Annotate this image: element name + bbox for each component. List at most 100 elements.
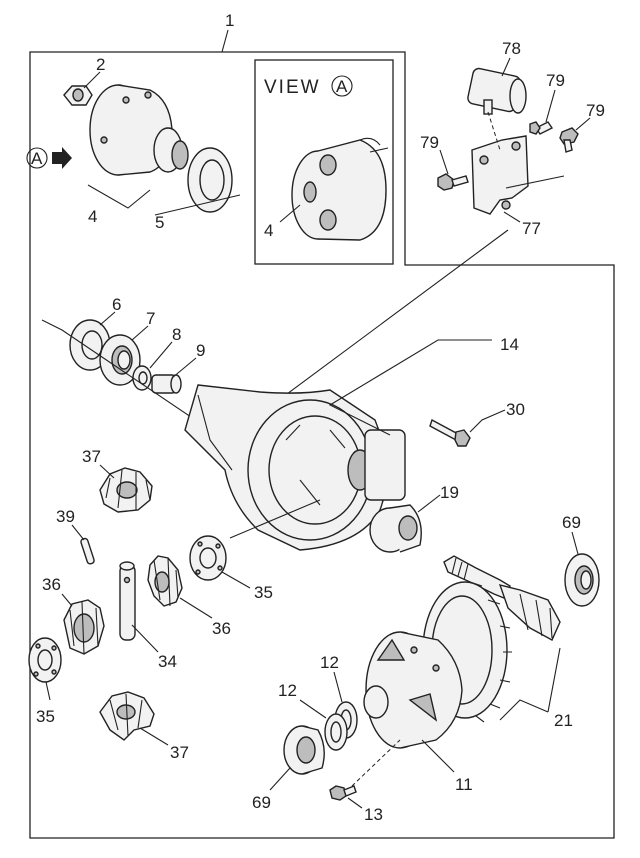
callout-37b-leader <box>139 727 169 746</box>
callout-12b-leader <box>299 699 327 719</box>
callout-79-left: 79 <box>420 133 439 152</box>
callout-79a-leader <box>545 89 556 123</box>
callout-35-right: 35 <box>254 583 273 602</box>
callout-8: 8 <box>172 325 181 344</box>
part-77-bracket <box>471 135 529 215</box>
direction-marker-letter: A <box>31 149 43 168</box>
callout-79b-leader <box>575 117 591 131</box>
view-marker-circle <box>331 75 353 97</box>
part-21-drive-pinion <box>443 555 561 641</box>
direction-arrow-icon <box>52 147 72 169</box>
callout-1: 1 <box>225 11 234 30</box>
callout-77-leader <box>503 211 521 223</box>
direction-marker-circle <box>26 147 48 169</box>
callout-11-leader <box>421 739 455 773</box>
part-5-shim <box>187 147 233 213</box>
part-79-bolt-b <box>559 127 579 153</box>
callout-69-left: 69 <box>252 793 271 812</box>
part-78-vent-cylinder <box>467 67 527 115</box>
view-4-leader <box>279 204 301 223</box>
part-36-side-gear-left <box>63 599 105 655</box>
part-35-thrust-washer-right <box>189 535 227 581</box>
callout-12-upper: 12 <box>320 653 339 672</box>
part-79-bolt-a <box>529 121 554 135</box>
callout-2: 2 <box>96 55 105 74</box>
callout-13-leader <box>347 797 363 809</box>
part-14-carrier-housing <box>184 384 406 551</box>
view-marker-letter: A <box>336 77 348 96</box>
view-title: VIEW <box>264 77 321 98</box>
part-37-pinion-gear-lower <box>99 691 155 741</box>
callout-34-leader <box>131 624 159 653</box>
callout-39: 39 <box>56 507 75 526</box>
callout-7: 7 <box>146 309 155 328</box>
callout-79c-leader <box>439 149 449 175</box>
callout-12a-leader <box>333 671 343 703</box>
view-a-case <box>291 137 389 241</box>
part-69-bearing-left <box>283 725 325 775</box>
part-30-bolt <box>429 418 471 447</box>
callout-37-upper: 37 <box>82 447 101 466</box>
callout-6-leader <box>99 311 116 326</box>
callout-4-main: 4 <box>88 207 97 226</box>
callout-37-lower: 37 <box>170 743 189 762</box>
group-leader-6-9 <box>41 229 509 441</box>
callout-37a-leader <box>99 464 115 479</box>
callout-39-leader <box>71 524 85 541</box>
callout-30: 30 <box>506 400 525 419</box>
part-36-pinion-gear-right <box>147 555 183 607</box>
callout-35a-leader <box>45 681 51 701</box>
callout-77: 77 <box>522 219 541 238</box>
callout-19: 19 <box>440 483 459 502</box>
callout-7-leader <box>131 325 149 341</box>
callout-79-right: 79 <box>586 101 605 120</box>
leader-35-housing <box>229 499 321 539</box>
callout-36b-leader <box>179 597 213 619</box>
callout-30-leader <box>469 409 506 433</box>
view-a-box <box>254 59 394 265</box>
callout-4-view: 4 <box>264 221 273 240</box>
bracket-4-5 <box>87 184 241 216</box>
callout-69a-leader <box>269 767 291 791</box>
callout-34: 34 <box>158 652 177 671</box>
callout-69b-leader <box>571 531 579 555</box>
callout-1-leader <box>221 29 229 53</box>
callout-36-left: 36 <box>42 575 61 594</box>
part-37-side-gear-upper <box>99 467 153 513</box>
part-34-pinion-shaft <box>119 561 136 641</box>
part-2-nut <box>63 85 93 106</box>
callout-9: 9 <box>196 341 205 360</box>
callout-21: 21 <box>554 711 573 730</box>
part-7-bearing <box>99 334 141 386</box>
part-4-differential-case <box>89 84 189 176</box>
part-9-collapsible-spacer <box>151 374 182 394</box>
callout-5: 5 <box>155 213 164 232</box>
part-12-shim-lower <box>324 713 348 751</box>
callout-79-middle: 79 <box>546 71 565 90</box>
part-8-spacer <box>132 365 152 391</box>
callout-36a-leader <box>61 593 73 607</box>
callout-35b-leader <box>221 571 251 589</box>
part-79-bolt-c <box>437 173 469 191</box>
callout-78: 78 <box>502 39 521 58</box>
callout-2-leader <box>83 71 101 89</box>
callout-78-leader <box>501 57 511 77</box>
callout-13: 13 <box>364 805 383 824</box>
part-69-bearing-right <box>564 553 600 607</box>
leader-77-79 <box>505 175 565 189</box>
callout-36-right: 36 <box>212 619 231 638</box>
callout-9-leader <box>171 357 197 379</box>
callout-14: 14 <box>500 335 519 354</box>
callout-12-lower: 12 <box>278 681 297 700</box>
callout-11: 11 <box>455 775 473 794</box>
callout-69-right: 69 <box>562 513 581 532</box>
callout-6: 6 <box>112 295 121 314</box>
callout-14-leader <box>328 339 492 436</box>
part-19-bearing <box>369 504 422 553</box>
part-35-thrust-washer-left <box>28 637 62 683</box>
assembly-frame <box>29 51 615 839</box>
part-13-bolt <box>329 785 357 801</box>
callout-19-leader <box>417 494 441 513</box>
callout-35-left: 35 <box>36 707 55 726</box>
